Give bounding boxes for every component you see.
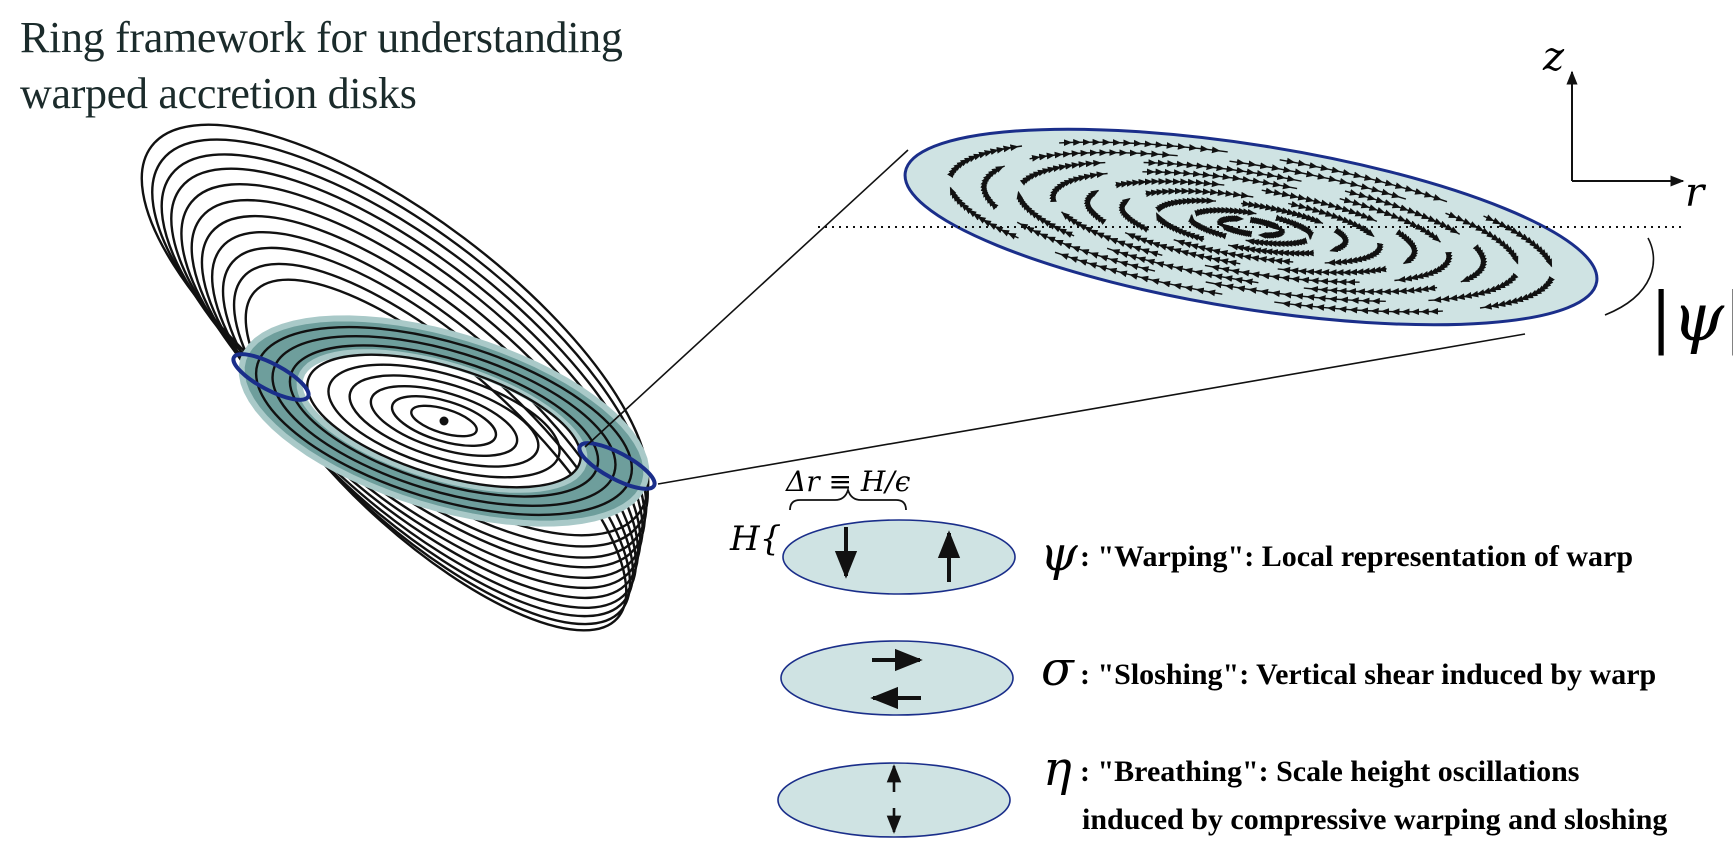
stream-line xyxy=(1019,159,1106,186)
stream-line xyxy=(1483,214,1553,268)
z-axis-label: z xyxy=(1542,34,1565,80)
mode-sloshing: σ : "Sloshing": Vertical shear induced b… xyxy=(780,640,1656,716)
warping-symbol: ψ xyxy=(1040,526,1079,582)
zoomed-ring: |ψ| xyxy=(818,127,1733,356)
zoom-line-upper xyxy=(584,149,909,448)
warping-name: "Warping" xyxy=(1098,540,1245,573)
r-axis-label: r xyxy=(1685,170,1707,216)
stream-line xyxy=(1274,300,1443,316)
disk-inner-ring xyxy=(271,335,617,507)
warped-disk xyxy=(140,123,657,632)
sloshing-description: Vertical shear induced by warp xyxy=(1256,658,1656,691)
scale-height-label: H{ xyxy=(729,519,781,559)
amplitude-brace xyxy=(1604,237,1655,316)
stream-line xyxy=(1479,275,1555,310)
diagram-title: Ring framework for understanding warped … xyxy=(20,10,623,122)
sloshing-symbol: σ xyxy=(1041,641,1075,697)
stream-line xyxy=(949,186,1019,240)
breathing-description: Scale height oscillations xyxy=(1276,755,1579,788)
stream-line xyxy=(1324,242,1384,266)
breathing-text: : "Breathing": Scale height oscillations xyxy=(1080,755,1579,788)
disk-inner-ring xyxy=(348,374,540,468)
disk-inner-ring xyxy=(390,394,498,448)
disk-outer-ring xyxy=(200,214,640,600)
psi-amplitude-label: |ψ| xyxy=(1650,279,1733,356)
breathing-description-line2: induced by compressive warping and slosh… xyxy=(1082,803,1667,836)
title-line-1: Ring framework for understanding xyxy=(20,13,623,62)
disk-inner-ring xyxy=(306,353,582,489)
outer-rings xyxy=(140,123,650,632)
delta-r-brace xyxy=(789,486,907,511)
stream-lines xyxy=(947,138,1555,316)
sloshing-name: "Sloshing" xyxy=(1098,658,1240,691)
ring-cross-section-right xyxy=(577,441,657,491)
breathing-ring xyxy=(777,762,1011,838)
ring-cross-section-left xyxy=(231,352,311,402)
stream-line xyxy=(1394,251,1453,283)
disk-center xyxy=(439,416,449,426)
stream-line xyxy=(1054,251,1223,297)
mode-warping: ψ : "Warping": Local representation of w… xyxy=(782,519,1633,595)
stream-line xyxy=(1059,138,1228,154)
disk-inner-ring xyxy=(254,325,634,517)
sloshing-text: : "Sloshing": Vertical shear induced by … xyxy=(1080,658,1656,691)
disk-inner-ring xyxy=(410,404,478,438)
zoom-line-lower xyxy=(657,333,1526,485)
mode-breathing: η : "Breathing": Scale height oscillatio… xyxy=(777,741,1667,838)
warping-ring xyxy=(782,519,1016,595)
disk-inner-ring xyxy=(327,363,561,479)
sloshing-ring xyxy=(780,640,1014,716)
breathing-name: "Breathing" xyxy=(1098,755,1259,788)
scale-annotations: Δr ≡ H/ϵ H{ xyxy=(729,465,911,559)
stream-line xyxy=(1155,197,1217,213)
stream-line xyxy=(1279,157,1448,203)
disk-inner-ring xyxy=(369,385,519,457)
warping-text: : "Warping": Local representation of war… xyxy=(1080,540,1633,573)
stream-line xyxy=(1205,281,1386,305)
stream-line xyxy=(1145,187,1254,199)
delta-r-label: Δr ≡ H/ϵ xyxy=(785,465,911,498)
title-line-2: warped accretion disks xyxy=(20,69,417,118)
coordinate-axes: z r xyxy=(1542,34,1707,216)
breathing-symbol: η xyxy=(1043,741,1072,797)
warping-description: Local representation of warp xyxy=(1262,540,1633,573)
stream-line xyxy=(947,144,1023,179)
